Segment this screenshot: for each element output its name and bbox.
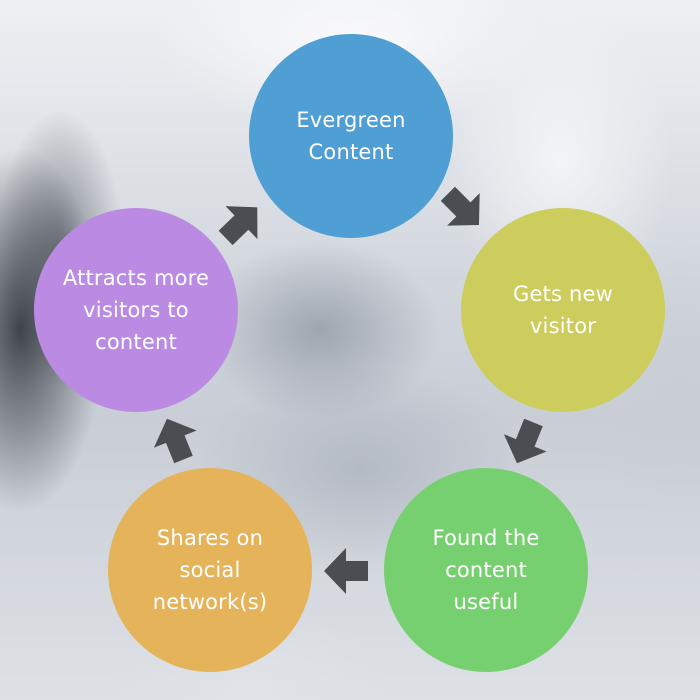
node-gets-new-visitor: Gets new visitor: [461, 208, 665, 412]
node-label: Shares on social network(s): [152, 526, 268, 614]
node-label: Attracts more visitors to content: [62, 266, 210, 354]
arrow-useful-to-shares: [324, 548, 368, 594]
node-found-content-useful: Found the content useful: [384, 468, 588, 672]
arrow-evergreen-to-new-visitor: [440, 186, 480, 226]
node-label: Gets new visitor: [512, 282, 614, 338]
node-label: Found the content useful: [432, 526, 540, 614]
arrow-shares-to-attracts: [153, 418, 197, 464]
node-label: Evergreen Content: [296, 108, 406, 164]
arrow-attracts-to-evergreen: [218, 206, 258, 246]
node-shares-on-social: Shares on social network(s): [108, 468, 312, 672]
node-evergreen-content: Evergreen Content: [249, 34, 453, 238]
arrow-new-visitor-to-useful: [503, 418, 547, 464]
node-attracts-more-visitors: Attracts more visitors to content: [34, 208, 238, 412]
